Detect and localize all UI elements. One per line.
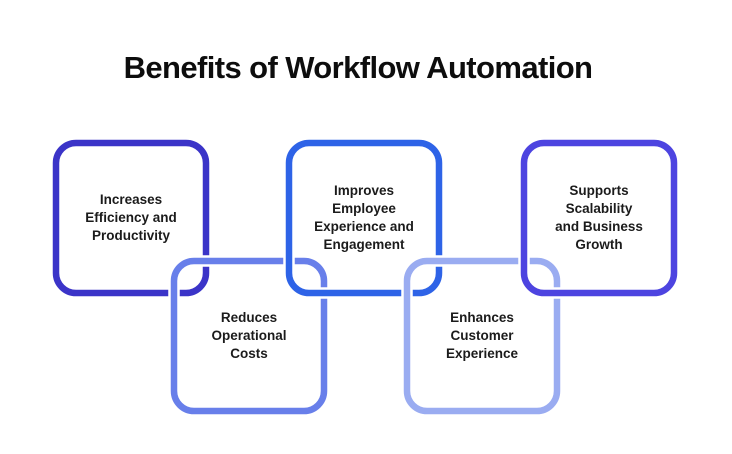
benefit-label-supports-scalability: Supports Scalability and Business Growth	[529, 182, 669, 254]
label-line: Experience	[445, 346, 519, 361]
benefit-box-4-outline	[403, 257, 561, 415]
label-line: Scalability	[565, 201, 633, 216]
benefit-label-enhances-customer-experience: Enhances Customer Experience	[412, 309, 552, 363]
benefit-box-1-outline	[52, 139, 210, 297]
label-line: Growth	[575, 237, 623, 252]
label-line: and Business	[555, 219, 643, 234]
label-line: Customer	[450, 328, 514, 343]
benefit-label-reduces-costs: Reduces Operational Costs	[179, 309, 319, 363]
benefit-label-increases-efficiency: Increases Efficiency and Productivity	[61, 191, 201, 245]
label-line: Reduces	[220, 310, 278, 325]
label-line: Costs	[230, 346, 268, 361]
label-line: Employee	[332, 201, 396, 216]
page-title: Benefits of Workflow Automation	[123, 50, 593, 85]
label-line: Increases	[99, 192, 163, 207]
benefit-label-improves-employee-experience: Improves Employee Experience and Engagem…	[294, 182, 434, 254]
benefit-box-5-outline	[520, 139, 678, 297]
label-line: Productivity	[91, 228, 170, 243]
label-line: Improves	[333, 183, 395, 198]
label-line: Experience and	[314, 219, 414, 234]
benefit-box-2-outline	[170, 257, 328, 415]
label-line: Supports	[569, 183, 629, 198]
label-line: Efficiency and	[85, 210, 177, 225]
benefit-box-3-outline	[285, 139, 443, 297]
label-line: Enhances	[450, 310, 514, 325]
label-line: Engagement	[323, 237, 405, 252]
label-line: Operational	[211, 328, 287, 343]
